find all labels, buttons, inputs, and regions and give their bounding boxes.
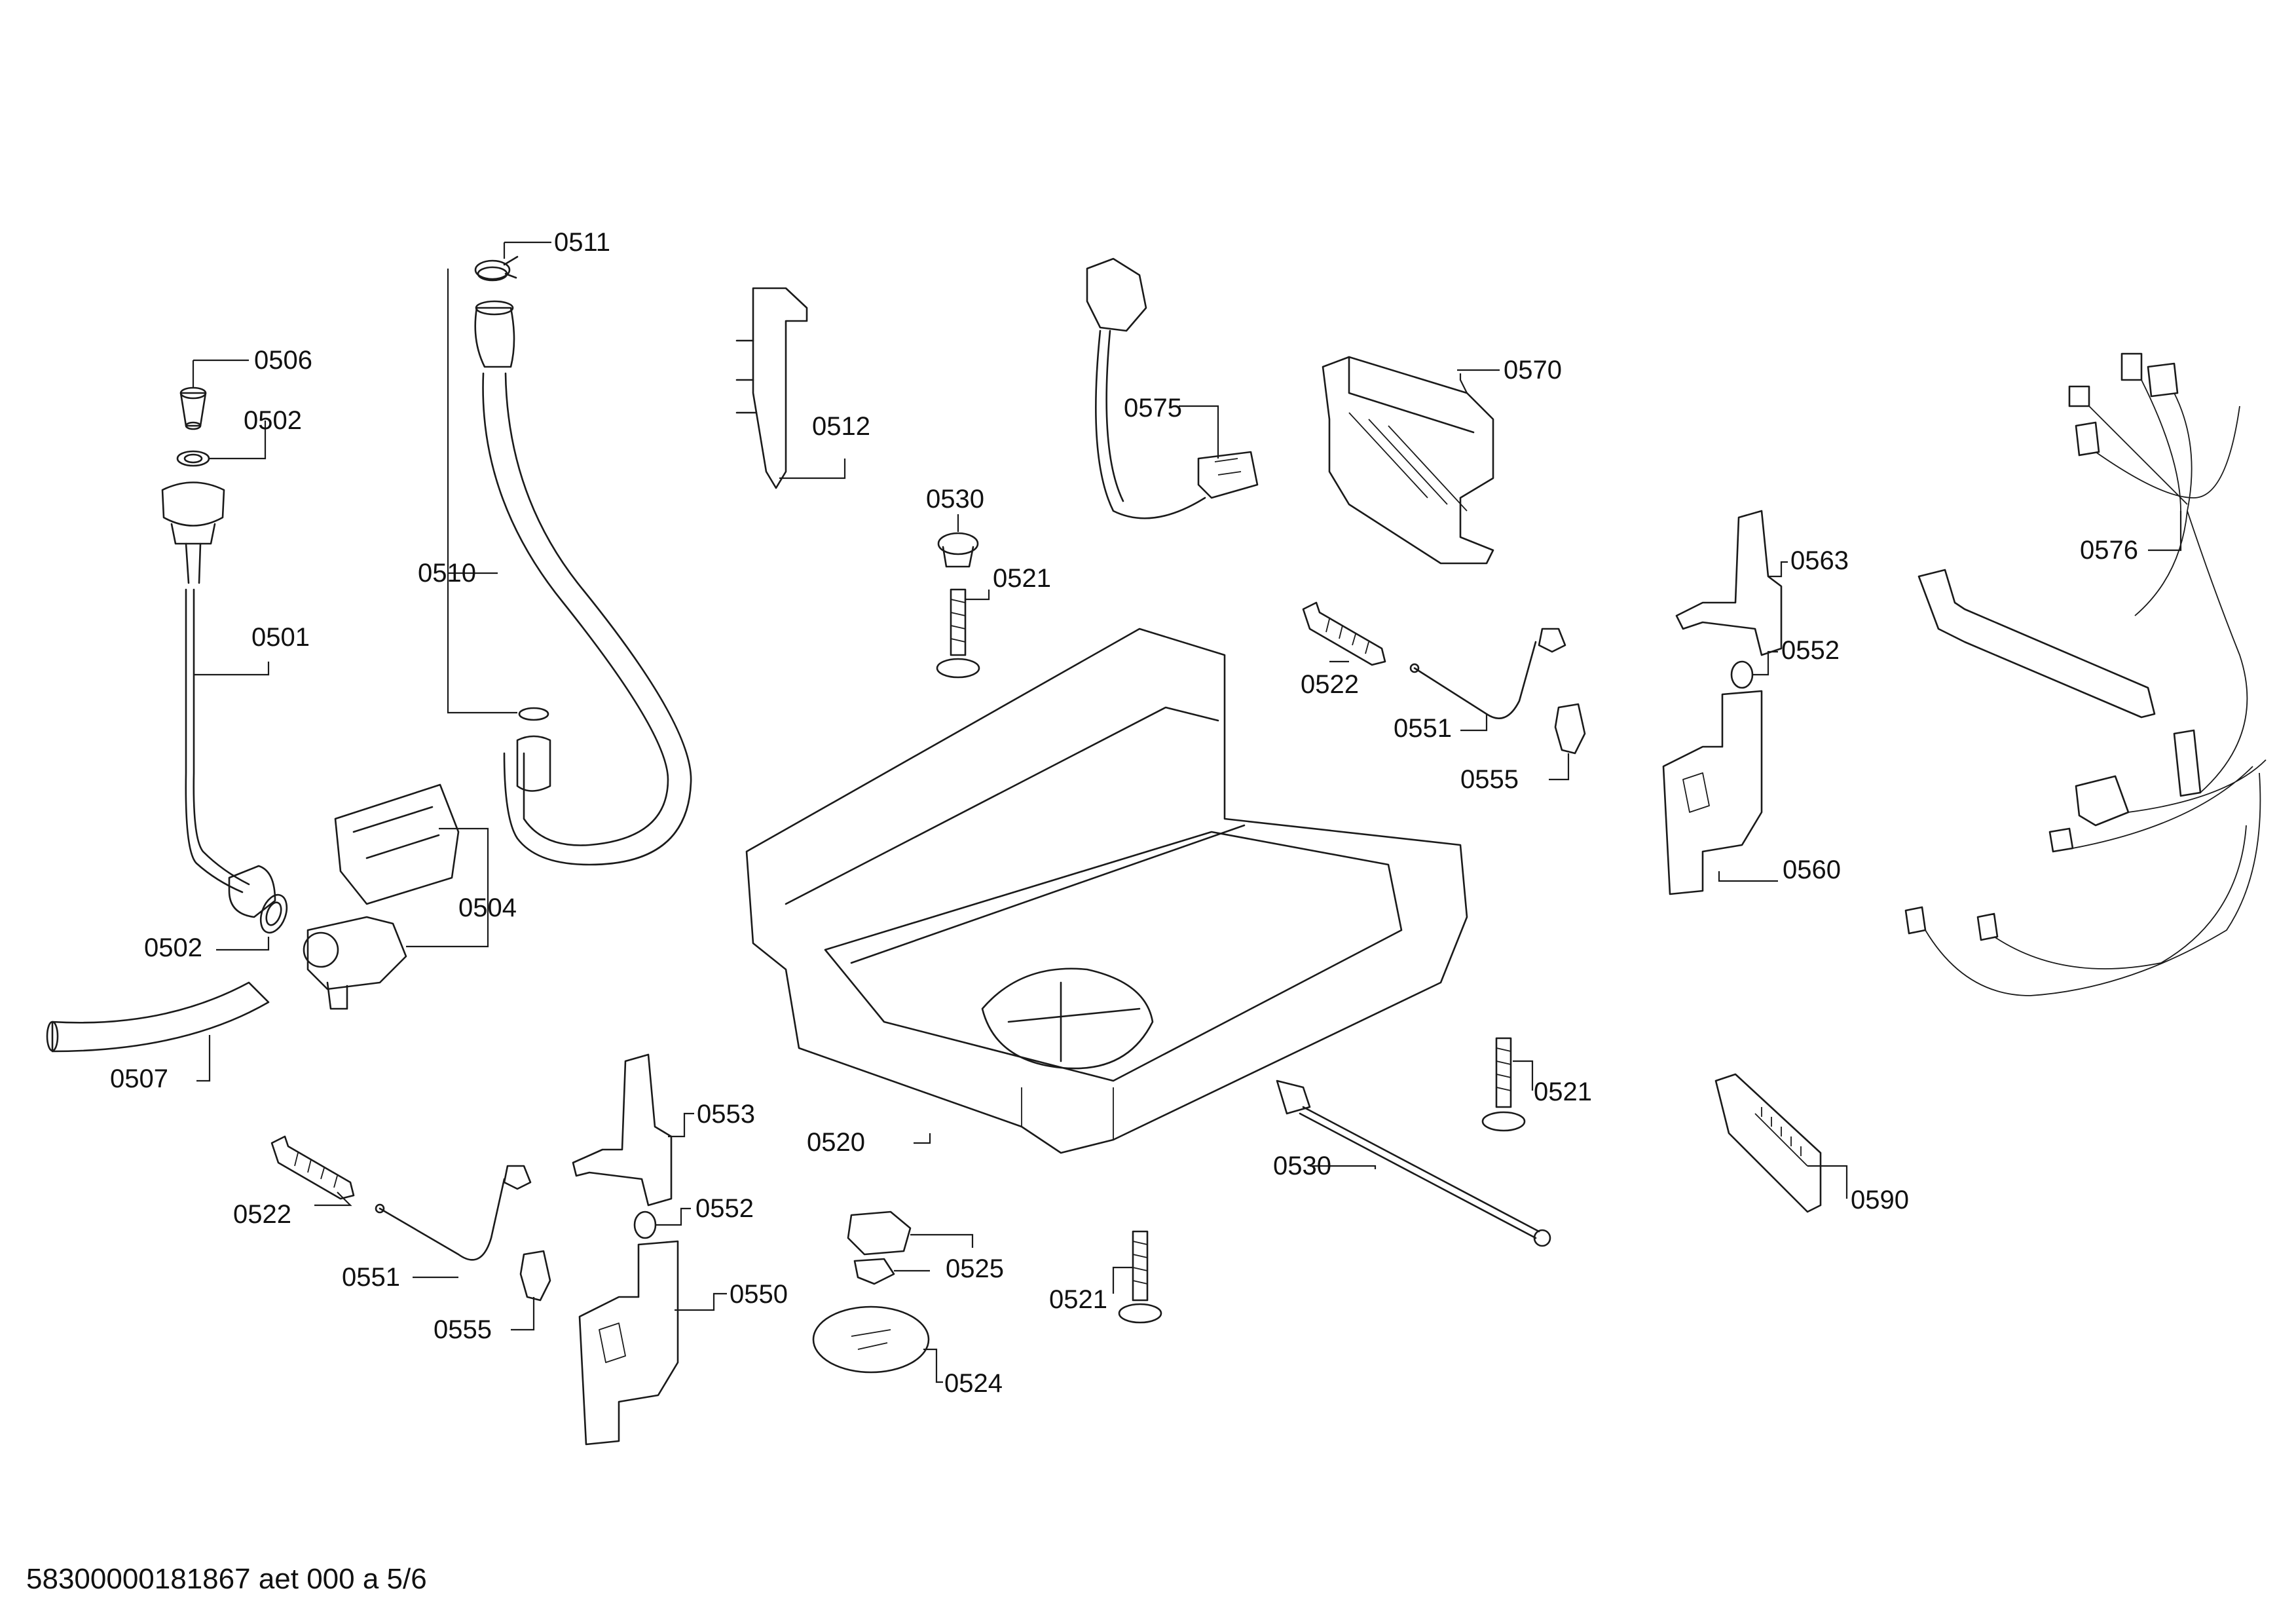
callout-labels: 0511 0506 0502 0501 0510 0512 0575 0570 … — [110, 228, 2138, 1398]
part-0575-power-cord — [1086, 257, 1259, 519]
part-0504-inlet-valve — [303, 783, 460, 1010]
callout-0570: 0570 — [1504, 356, 1562, 385]
part-0506-cap — [179, 386, 207, 430]
callout-0521-bottom: 0521 — [1049, 1285, 1107, 1314]
callout-0522-bottom: 0522 — [233, 1200, 291, 1229]
callout-0504: 0504 — [458, 893, 517, 922]
callout-0551-bottom: 0551 — [342, 1263, 400, 1292]
part-0553-hinge-bracket-bottom — [572, 1053, 673, 1207]
part-0555-clip-bottom — [519, 1250, 551, 1302]
part-0530-adjustment-rod — [1276, 1079, 1551, 1247]
part-0551-sensor-cable-top — [1409, 628, 1566, 719]
callout-0550: 0550 — [730, 1280, 788, 1309]
callout-0520: 0520 — [807, 1128, 865, 1157]
callout-0524: 0524 — [944, 1369, 1003, 1398]
part-0511-hose-clamp — [474, 255, 519, 282]
part-0520-base-tub — [745, 628, 1468, 1154]
part-0560-hinge-top — [1662, 690, 1763, 895]
part-0552-roller-top — [1730, 660, 1754, 689]
part-0507-hose-piece — [46, 981, 270, 1053]
callout-0512: 0512 — [812, 412, 870, 441]
callout-0552-top: 0552 — [1781, 636, 1840, 665]
part-0525-switch — [847, 1210, 912, 1285]
part-0501-inlet-hose — [161, 481, 276, 918]
callout-0506: 0506 — [254, 346, 312, 375]
callout-0510: 0510 — [418, 559, 476, 588]
callout-0530-bottom: 0530 — [1273, 1152, 1331, 1180]
part-0521-foot-screw-bottom — [1118, 1230, 1162, 1324]
part-0510-drain-hose — [474, 300, 692, 866]
part-0576-wiring-harness — [1904, 352, 2267, 996]
callout-0560: 0560 — [1783, 855, 1841, 884]
callout-0507: 0507 — [110, 1064, 168, 1093]
part-0570-control-module — [1322, 356, 1494, 565]
callout-0551-top: 0551 — [1394, 714, 1452, 743]
part-0522-spring-bottom — [270, 1135, 355, 1200]
callout-0521-right: 0521 — [1534, 1078, 1592, 1106]
callout-0555-bottom: 0555 — [434, 1315, 492, 1344]
callout-0553: 0553 — [697, 1100, 755, 1129]
callout-0525: 0525 — [946, 1254, 1004, 1283]
part-0521-foot-screw-right — [1481, 1037, 1526, 1132]
leader-lines — [192, 241, 2182, 1383]
callout-0576: 0576 — [2080, 536, 2138, 565]
part-0502-washer-bottom — [259, 893, 288, 934]
document-reference: 58300000181867 aet 000 a 5/6 — [26, 1563, 427, 1595]
part-0551-sensor-cable-bottom — [375, 1165, 532, 1261]
callout-0563: 0563 — [1790, 546, 1849, 575]
callout-0575: 0575 — [1124, 394, 1182, 422]
part-0555-clip-top — [1554, 703, 1586, 755]
part-0550-hinge-bottom — [578, 1240, 679, 1446]
part-0522-spring-top — [1302, 601, 1386, 666]
callout-0501: 0501 — [251, 623, 310, 652]
callout-0555-top: 0555 — [1460, 765, 1519, 794]
callout-0530-top: 0530 — [926, 485, 984, 514]
part-0521-foot-screw-top — [936, 588, 980, 679]
callout-0590: 0590 — [1851, 1186, 1909, 1214]
callout-0552-bottom: 0552 — [695, 1194, 754, 1223]
callout-0522-top: 0522 — [1301, 670, 1359, 699]
part-0530-grommet-top — [937, 532, 979, 568]
part-0552-roller-bottom — [633, 1210, 657, 1239]
part-0590-cover-panel — [1714, 1073, 1822, 1213]
part-0512-holder — [735, 287, 808, 489]
part-0502-washer-top — [176, 450, 210, 467]
part-0524-float-disc — [812, 1305, 930, 1374]
part-0563-hinge-bracket-top — [1675, 510, 1783, 656]
callout-0502-bottom: 0502 — [144, 933, 202, 962]
callout-0511: 0511 — [554, 228, 610, 257]
callout-0521-top: 0521 — [993, 564, 1051, 593]
callout-0502-top: 0502 — [244, 406, 302, 435]
